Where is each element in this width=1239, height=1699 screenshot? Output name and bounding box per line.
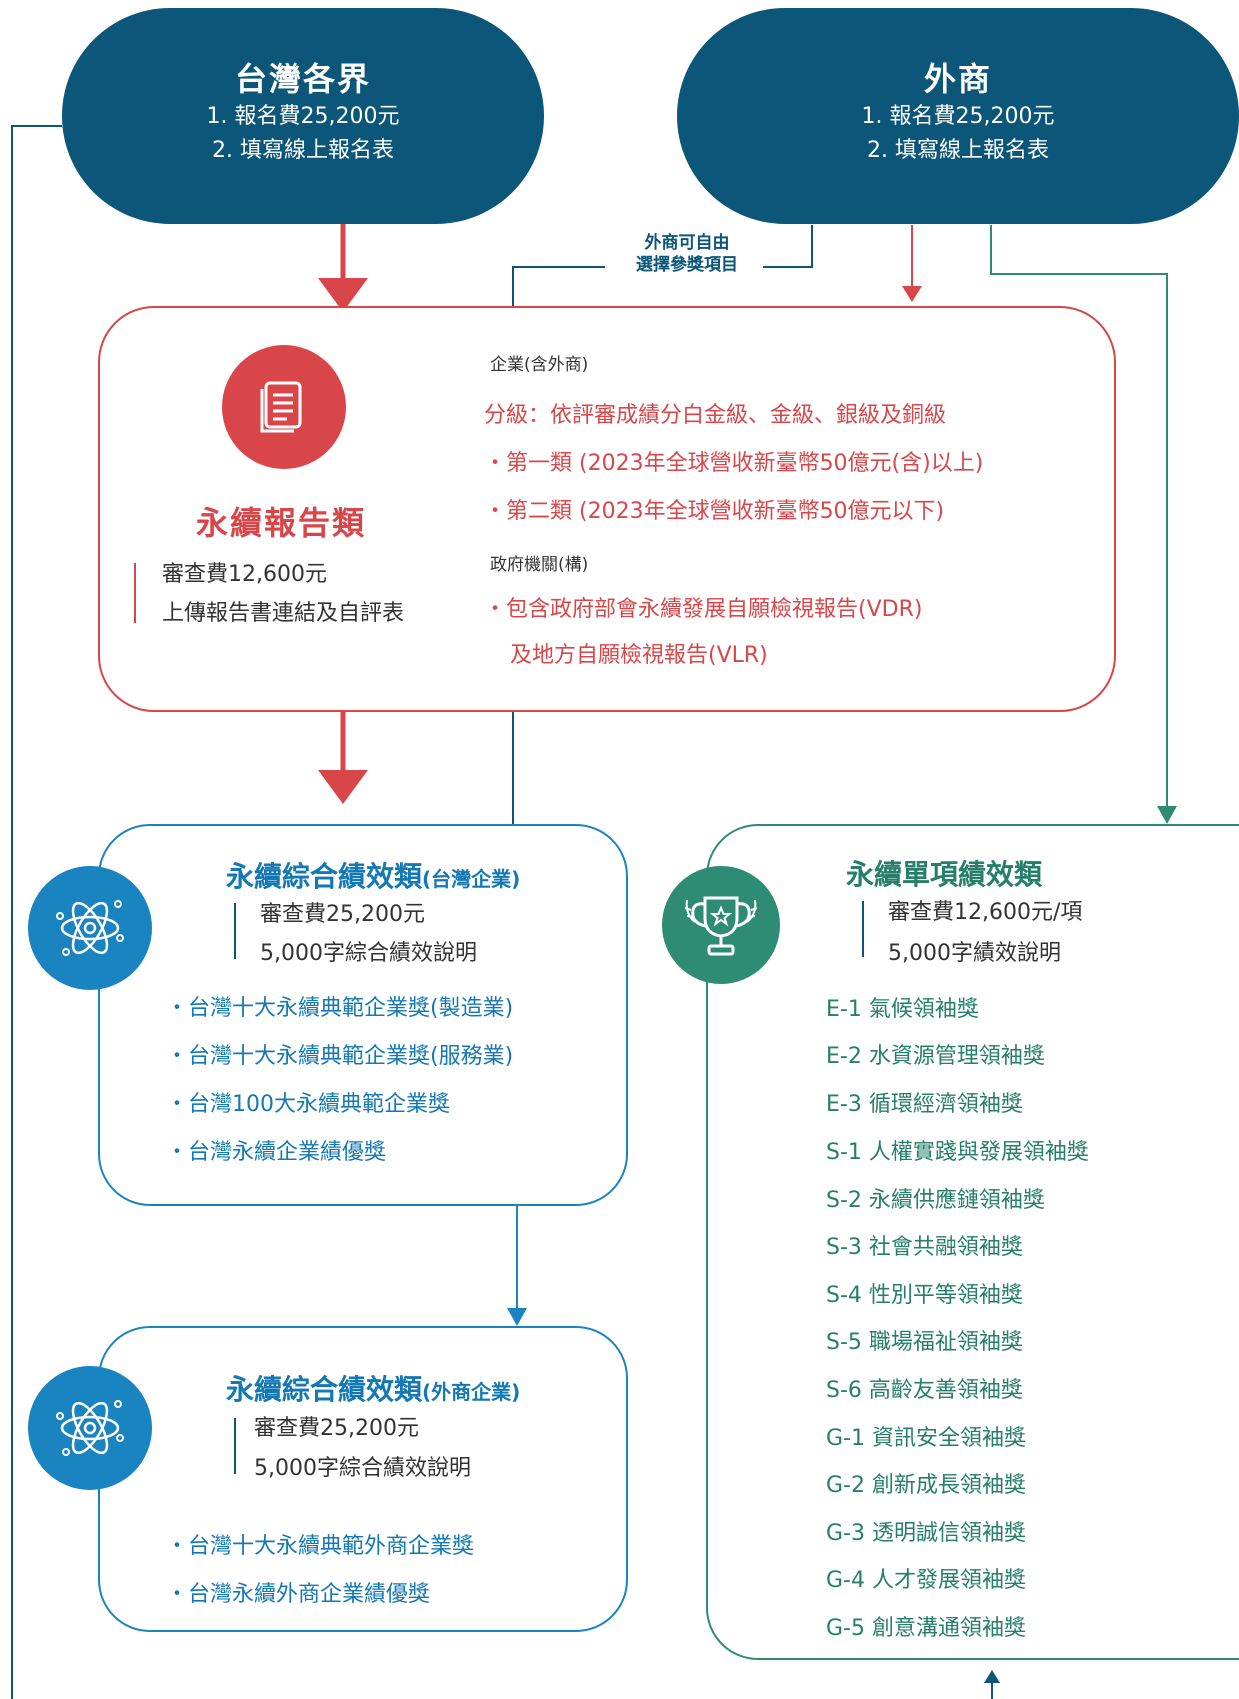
comprehensive-taiwan-item: ・台灣十大永續典範企業獎(製造業) xyxy=(166,996,514,1021)
comprehensive-taiwan-item: ・台灣十大永續典範企業獎(服務業) xyxy=(166,1044,514,1069)
arrowhead-comp-tw-to-comp-fo xyxy=(507,1308,527,1326)
comprehensive-taiwan-desc: 5,000字綜合績效說明 xyxy=(260,941,477,966)
comprehensive-taiwan-title: 永續綜合績效類(台灣企業) xyxy=(226,855,520,895)
comprehensive-taiwan-item: ・台灣永續企業績優獎 xyxy=(166,1140,387,1165)
taiwan-title: 台灣各界 xyxy=(234,60,371,98)
single-award-item: S-1 人權實踐與發展領袖獎 xyxy=(826,1140,1089,1165)
foreign-fee: 1. 報名費25,200元 xyxy=(861,104,1055,129)
foreign-title: 外商 xyxy=(923,60,992,98)
comprehensive-foreign-item: ・台灣永續外商企業績優獎 xyxy=(166,1582,431,1607)
report-upload: 上傳報告書連結及自評表 xyxy=(162,601,405,626)
single-award-item: G-4 人才發展領袖獎 xyxy=(826,1568,1026,1593)
foreign-form: 2. 填寫線上報名表 xyxy=(867,138,1049,163)
single-desc: 5,000字績效說明 xyxy=(888,941,1061,966)
enterprise-label: 企業(含外商) xyxy=(490,355,589,375)
taiwan-fee: 1. 報名費25,200元 xyxy=(206,104,400,129)
comprehensive-taiwan-fee-bar xyxy=(234,903,236,959)
arrowhead-foreign-to-report xyxy=(902,286,922,302)
connector-left-navy xyxy=(11,125,62,1699)
comprehensive-taiwan-fee: 審查費25,200元 xyxy=(260,902,425,927)
comprehensive-taiwan-icon-circle xyxy=(28,866,152,990)
single-award-item: S-4 性別平等領袖獎 xyxy=(826,1283,1023,1308)
atom-icon xyxy=(56,1400,124,1456)
single-award-item: E-1 氣候領袖獎 xyxy=(826,997,979,1022)
single-award-item: G-5 創意溝通領袖獎 xyxy=(826,1616,1026,1641)
single-icon-circle xyxy=(662,866,780,984)
single-award-item: E-3 循環經濟領袖獎 xyxy=(826,1092,1023,1117)
report-icon-circle xyxy=(222,345,346,469)
comprehensive-taiwan-title-main: 永續綜合績效類 xyxy=(226,860,423,893)
single-award-item: G-3 透明誠信領袖獎 xyxy=(826,1521,1026,1546)
arrowhead-report-to-comp-tw xyxy=(318,770,368,804)
single-fee: 審查費12,600元/項 xyxy=(888,900,1083,925)
taiwan-entrant-node: 台灣各界 1. 報名費25,200元 2. 填寫線上報名表 xyxy=(62,8,544,224)
atom-icon xyxy=(56,900,124,956)
grading-text: 分級：依評審成績分白金級、金級、銀級及銅級 xyxy=(484,403,947,428)
foreign-choice-note: 外商可自由 選擇參獎項目 xyxy=(612,232,762,276)
taiwan-form: 2. 填寫線上報名表 xyxy=(212,138,394,163)
single-item-box xyxy=(706,824,1239,1660)
comprehensive-taiwan-tag: (台灣企業) xyxy=(422,867,521,891)
single-award-item: S-5 職場福祉領袖獎 xyxy=(826,1330,1023,1355)
connector-note-bracket xyxy=(763,225,813,268)
single-award-item: S-6 高齡友善領袖獎 xyxy=(826,1378,1023,1403)
single-award-item: E-2 水資源管理領袖獎 xyxy=(826,1044,1045,1069)
comprehensive-taiwan-box xyxy=(98,824,628,1206)
government-item-1: ・包含政府部會永續發展自願檢視報告(VDR) xyxy=(484,597,923,622)
comprehensive-taiwan-item: ・台灣100大永續典範企業獎 xyxy=(166,1092,450,1117)
category-1: ・第一類 (2023年全球營收新臺幣50億元(含)以上) xyxy=(484,451,984,476)
comprehensive-foreign-fee-bar xyxy=(234,1418,236,1474)
document-icon xyxy=(260,381,302,433)
single-award-item: G-2 創新成長領袖獎 xyxy=(826,1473,1026,1498)
report-fee: 審查費12,600元 xyxy=(162,562,327,587)
report-fee-bar xyxy=(134,563,136,623)
government-label: 政府機關(構) xyxy=(490,555,589,575)
comprehensive-foreign-box xyxy=(98,1326,628,1632)
comprehensive-foreign-title: 永續綜合績效類(外商企業) xyxy=(226,1368,520,1408)
single-award-item: G-1 資訊安全領袖獎 xyxy=(826,1426,1026,1451)
comprehensive-foreign-fee: 審查費25,200元 xyxy=(254,1416,419,1441)
comprehensive-foreign-tag: (外商企業) xyxy=(422,1380,521,1404)
connector-foreign-to-single xyxy=(990,225,1168,810)
government-item-2: 及地方自願檢視報告(VLR) xyxy=(510,643,768,668)
note-line-2: 選擇參獎項目 xyxy=(636,255,738,275)
category-2: ・第二類 (2023年全球營收新臺幣50億元以下) xyxy=(484,499,945,524)
arrowhead-foreign-to-single xyxy=(1157,806,1177,824)
single-award-item: S-3 社會共融領袖獎 xyxy=(826,1235,1023,1260)
comprehensive-foreign-desc: 5,000字綜合績效說明 xyxy=(254,1456,471,1481)
comprehensive-foreign-title-main: 永續綜合績效類 xyxy=(226,1373,423,1406)
comprehensive-foreign-item: ・台灣十大永續典範外商企業獎 xyxy=(166,1534,475,1559)
trophy-icon xyxy=(684,896,758,956)
single-title: 永續單項績效類 xyxy=(846,858,1043,891)
report-title: 永續報告類 xyxy=(196,504,367,542)
comprehensive-foreign-icon-circle xyxy=(28,1366,152,1490)
single-award-item: S-2 永續供應鏈領袖獎 xyxy=(826,1188,1045,1213)
foreign-entrant-node: 外商 1. 報名費25,200元 2. 填寫線上報名表 xyxy=(677,8,1239,224)
note-line-1: 外商可自由 xyxy=(644,233,730,253)
connector-note-to-report xyxy=(512,266,605,306)
arrowhead-taiwan-to-report xyxy=(318,278,368,312)
single-fee-bar xyxy=(862,901,864,957)
arrowhead-bottom-up xyxy=(984,1670,1000,1683)
